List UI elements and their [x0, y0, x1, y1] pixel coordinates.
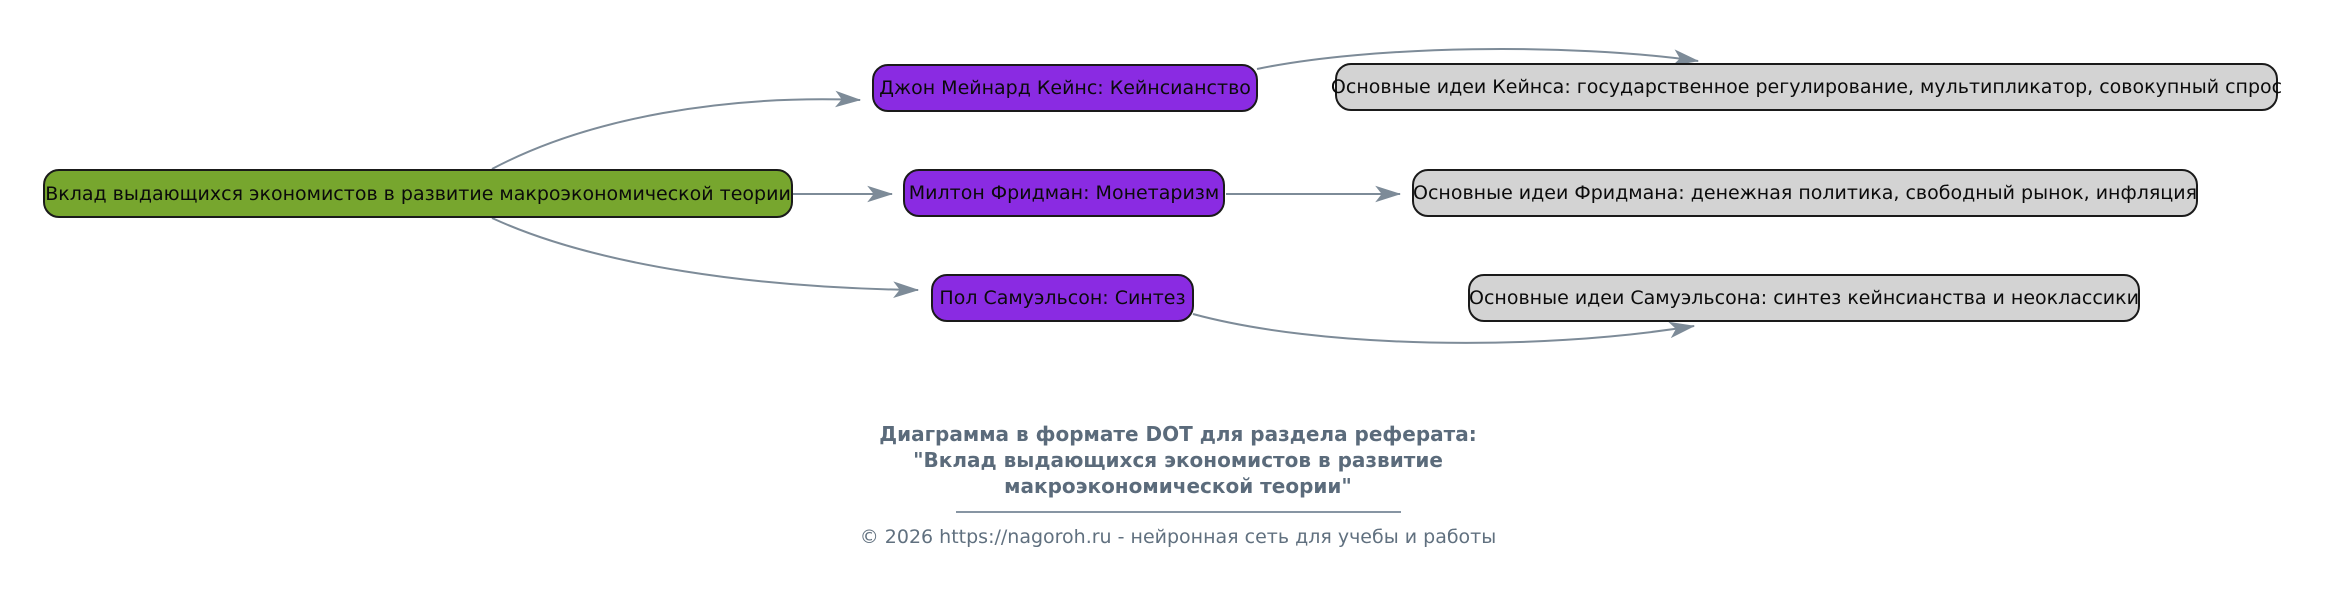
caption-line-3: макроэкономической теории"	[1004, 474, 1352, 498]
caption-line-2: "Вклад выдающихся экономистов в развитие	[913, 448, 1443, 472]
edge-root-to-keynes	[491, 90, 862, 170]
node-keynes: Джон Мейнард Кейнс: Кейнсианство	[872, 64, 1258, 112]
caption-divider	[956, 511, 1401, 513]
node-samuelson: Пол Самуэльсон: Синтез	[931, 274, 1194, 322]
node-keynes-ideas: Основные идеи Кейнса: государственное ре…	[1331, 63, 2282, 111]
copyright-text: © 2026 https://nagoroh.ru - нейронная се…	[859, 526, 1497, 548]
node-samuelson-ideas: Основные идеи Самуэльсона: синтез кейнси…	[1468, 274, 2140, 322]
diagram-caption: Диаграмма в формате DOT для раздела рефе…	[879, 421, 1476, 499]
caption-line-1: Диаграмма в формате DOT для раздела рефе…	[879, 422, 1477, 446]
node-friedman-ideas: Основные идеи Фридмана: денежная политик…	[1412, 169, 2198, 217]
node-friedman: Милтон Фридман: Монетаризм	[903, 169, 1225, 217]
node-root-topic: Вклад выдающихся экономистов в развитие …	[43, 169, 793, 218]
edge-root-to-samuelson	[491, 217, 920, 298]
